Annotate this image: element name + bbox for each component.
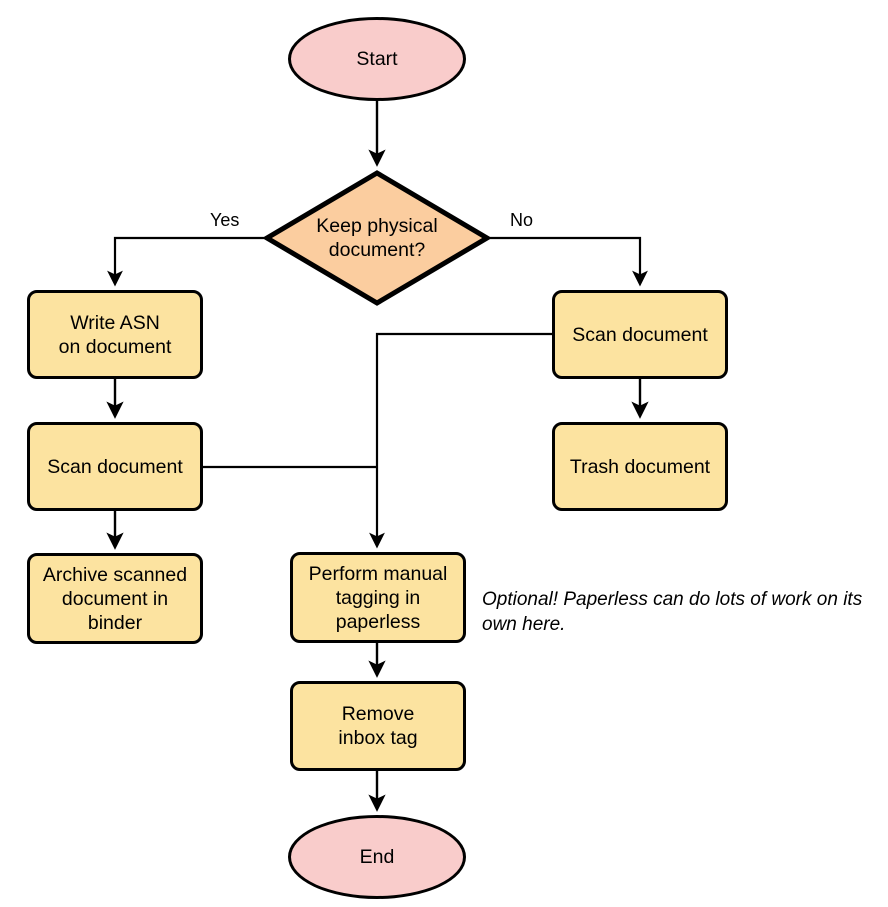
edge-decision-yes-to-write-asn <box>107 236 264 287</box>
node-keep-physical-document[interactable]: Keep physical document? <box>264 170 490 306</box>
edge-label-no: No <box>510 210 534 230</box>
node-perform-manual-tagging[interactable]: Perform manual tagging in paperless <box>290 552 466 643</box>
edge-label-yes: Yes <box>210 210 240 230</box>
node-remove-inbox-tag-label: Remove inbox tag <box>338 703 418 749</box>
optional-note: Optional! Paperless can do lots of work … <box>482 589 863 635</box>
edge-decision-no-to-scan-right <box>490 236 648 287</box>
edge-scan-right-to-tagging <box>369 332 552 549</box>
node-start[interactable]: Start <box>288 17 466 101</box>
node-archive-scanned-document[interactable]: Archive scanned document in binder <box>27 553 203 644</box>
node-end-label: End <box>359 846 395 868</box>
diamond-shape <box>264 170 490 306</box>
node-end[interactable]: End <box>288 815 466 899</box>
node-scan-document-left[interactable]: Scan document <box>27 422 203 511</box>
node-trash-document[interactable]: Trash document <box>552 422 728 511</box>
node-archive-scanned-document-label: Archive scanned document in binder <box>42 563 188 634</box>
node-trash-document-label: Trash document <box>569 455 711 478</box>
node-scan-document-left-label: Scan document <box>47 455 183 478</box>
node-scan-document-right[interactable]: Scan document <box>552 290 728 379</box>
node-scan-document-right-label: Scan document <box>572 323 708 346</box>
node-perform-manual-tagging-label: Perform manual tagging in paperless <box>308 562 448 633</box>
node-remove-inbox-tag[interactable]: Remove inbox tag <box>290 681 466 771</box>
node-write-asn-on-document[interactable]: Write ASN on document <box>27 290 203 379</box>
node-keep-physical-document-label: Keep physical document? <box>316 215 438 261</box>
node-start-label: Start <box>356 48 398 70</box>
node-write-asn-on-document-label: Write ASN on document <box>58 311 172 358</box>
